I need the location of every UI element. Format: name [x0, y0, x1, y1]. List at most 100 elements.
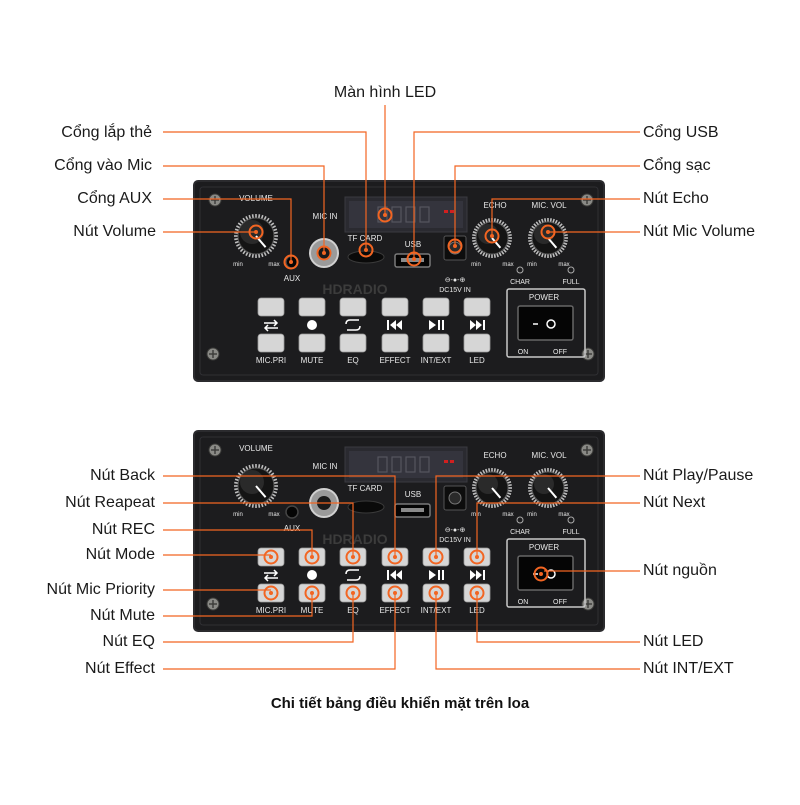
- callout-dot-center: [289, 260, 293, 264]
- tf-card-slot: [347, 500, 385, 514]
- back-icon: [390, 320, 402, 330]
- knob-grip: [475, 246, 480, 251]
- knob-grip: [529, 228, 535, 232]
- knob-grip: [477, 248, 482, 253]
- knob-grip: [239, 498, 244, 503]
- knob-grip: [528, 489, 533, 492]
- knob-grip: [561, 244, 567, 248]
- button-label: MIC.PRI: [256, 356, 286, 365]
- knob-grip: [488, 218, 491, 223]
- knob-grip: [472, 481, 478, 484]
- next-icon: [470, 320, 482, 330]
- knob-grip: [561, 228, 567, 232]
- callout-dot-center: [475, 591, 479, 595]
- knob-grip: [500, 471, 505, 476]
- callout-dot: [263, 585, 279, 601]
- label-volume-knob: Nút Volume: [73, 223, 156, 240]
- knob-grip: [560, 496, 565, 501]
- knob-grip: [528, 481, 534, 484]
- echo-label: ECHO: [483, 201, 506, 210]
- led-digit: [405, 206, 416, 223]
- knob-grip: [493, 218, 496, 223]
- label-rec-button: Nút REC: [91, 521, 155, 538]
- callout-lines: [163, 105, 640, 670]
- knob-grip: [544, 503, 547, 508]
- label-card-slot: Cổng lắp thẻ: [61, 124, 152, 141]
- back-icon: [387, 570, 389, 580]
- knob-grip: [271, 225, 276, 229]
- knob-grip: [265, 217, 270, 222]
- knob-grip: [263, 216, 267, 221]
- knob-grip: [239, 248, 244, 253]
- knob-max-label: max: [268, 262, 279, 268]
- watermark: HDRADIO: [322, 281, 387, 297]
- knob-grip: [528, 492, 534, 495]
- knob-grip: [552, 468, 555, 474]
- knob-grip: [535, 250, 540, 255]
- knob-grip: [563, 489, 568, 492]
- knob-grip: [237, 472, 242, 477]
- knob-grip: [507, 234, 512, 237]
- knob-grip: [485, 218, 488, 224]
- knob-grip: [496, 252, 499, 258]
- knob-grip: [236, 243, 241, 247]
- callout-dot-center: [393, 591, 397, 595]
- knob-max-label: max: [502, 262, 513, 268]
- knob-grip: [528, 231, 534, 234]
- figure-caption: Chi tiết bảng điều khiển mặt trên loa: [270, 695, 530, 712]
- knob-grip: [554, 219, 558, 225]
- button-bottom: [339, 333, 367, 353]
- power-switch: [517, 305, 574, 341]
- label-usb-port: Cổng USB: [643, 124, 719, 141]
- next-icon: [483, 320, 485, 330]
- leader-line: [163, 593, 313, 617]
- power-label: POWER: [529, 293, 559, 302]
- knob-grip: [549, 218, 552, 223]
- label-led-screen: Màn hình LED: [333, 84, 437, 101]
- callout-dot: [447, 238, 463, 254]
- knob-grip: [268, 498, 273, 503]
- off-label: OFF: [553, 349, 567, 356]
- button-bottom: [463, 333, 491, 353]
- knob-grip: [544, 218, 547, 223]
- knob-grip: [507, 239, 512, 242]
- rec-dot-icon: [307, 320, 317, 330]
- knob-grip: [541, 252, 544, 258]
- knob-grip: [248, 502, 252, 508]
- usb-label: USB: [405, 240, 421, 249]
- leader-line: [163, 529, 313, 557]
- knob-indicator: [491, 487, 502, 499]
- power-switch: [517, 555, 574, 591]
- callout-dot: [428, 549, 444, 565]
- button-top: [381, 297, 409, 317]
- knob-grip: [251, 503, 254, 508]
- tf-card-label: TF CARD: [348, 234, 383, 243]
- button-label: MUTE: [301, 356, 324, 365]
- knob-grip: [479, 471, 484, 476]
- knob-grip: [498, 469, 502, 475]
- knob-grip: [270, 495, 275, 500]
- knob-grip: [477, 498, 482, 503]
- label-mode-button: Nút Mode: [85, 546, 155, 563]
- knob-grip: [273, 238, 278, 241]
- button-label: EFFECT: [379, 356, 410, 365]
- knob-indicator: [547, 237, 558, 249]
- knob-grip: [268, 219, 273, 224]
- power-frame: [506, 288, 586, 358]
- power-frame: [506, 538, 586, 608]
- callout-dot: [469, 585, 485, 601]
- knob-grip: [479, 221, 484, 226]
- knob-grip: [234, 240, 240, 244]
- knob-grip: [528, 239, 533, 242]
- knob-grip: [268, 248, 273, 253]
- knob-grip: [237, 222, 242, 227]
- knob-grip: [561, 478, 567, 482]
- leader-line: [413, 131, 640, 259]
- knob-grip: [498, 251, 502, 257]
- knob-grip: [493, 503, 496, 508]
- dc-jack-hole: [448, 491, 462, 505]
- led-indicator: [450, 210, 454, 213]
- callout-dot: [540, 224, 556, 240]
